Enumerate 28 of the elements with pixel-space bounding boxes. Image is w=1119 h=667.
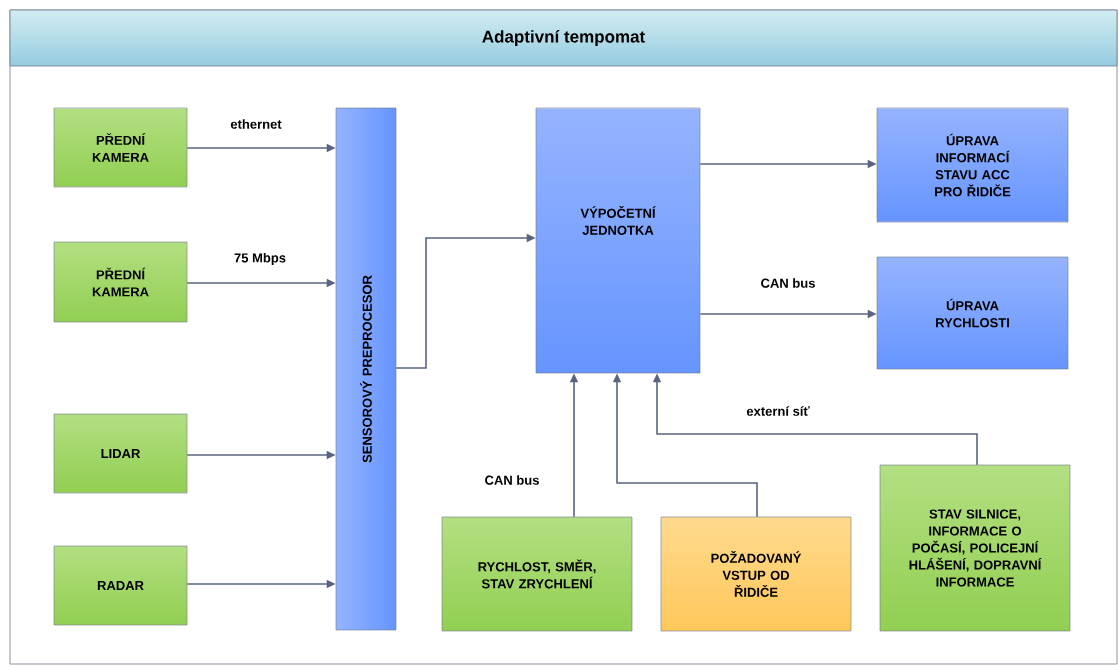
box-label: STAV SILNICE, INFORMACE O POČASÍ, POLICEJNÍ HLÁŠENÍ, DOPRAVNÍ INFORMACE (909, 509, 1042, 587)
box-label: SENSOROVÝ PREPROCESOR (360, 275, 372, 463)
input-box (53, 241, 188, 323)
output-box (876, 256, 1069, 370)
input-box (441, 516, 633, 632)
input-box (53, 545, 188, 626)
box-label: VÝPOČETNÍ JEDNOTKA (580, 206, 656, 235)
edge-label: CAN bus (759, 277, 817, 289)
box-label: RADAR (97, 581, 144, 590)
input-box (879, 464, 1071, 632)
edge-label: externí síť (745, 405, 811, 417)
edge-label: 75 Mbps (233, 251, 287, 267)
process-box (535, 107, 701, 374)
input-box (660, 516, 852, 632)
input-box (53, 413, 188, 494)
edge-label: ethernet (229, 118, 283, 130)
edge-label: CAN bus (483, 474, 541, 486)
box-label: PŘEDNÍ KAMERA (92, 267, 149, 297)
input-box (53, 107, 188, 188)
box-label: ÚPRAVA RYCHLOSTI (936, 298, 1009, 328)
preprocessor-bar (335, 107, 397, 631)
box-label: ÚPRAVA INFORMACÍ STAVU ACC PRO ŘIDIČE (935, 133, 1011, 197)
box-label: RYCHLOST, SMĚR, STAV ZRYCHLENÍ (478, 559, 596, 589)
box-label: LIDAR (101, 449, 141, 458)
box-label: PŘEDNÍ KAMERA (92, 133, 149, 162)
title-banner: Adaptivní tempomat (9, 9, 1118, 67)
output-box (876, 107, 1069, 223)
box-label: POŽADOVANÝ VSTUP OD ŘIDIČE (711, 551, 802, 597)
